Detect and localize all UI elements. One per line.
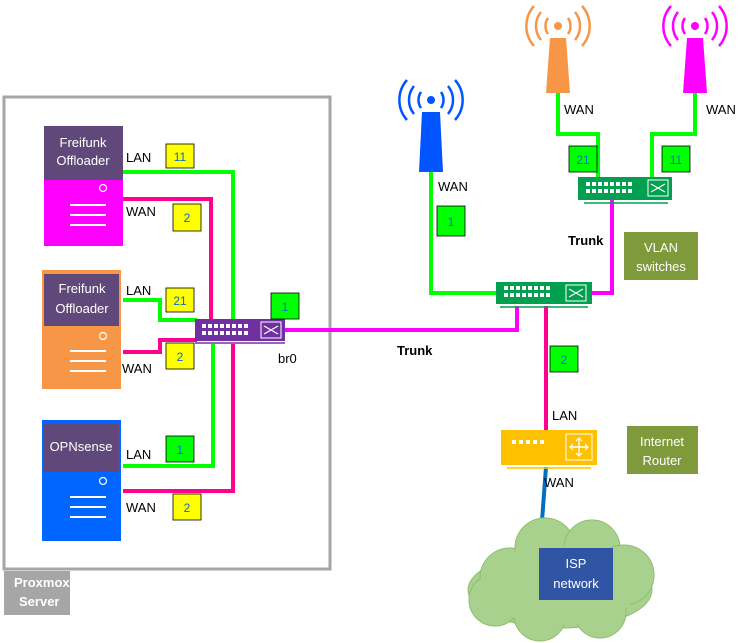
offloader2-wan-cable — [123, 338, 197, 354]
internet-router-line1: Internet — [640, 434, 684, 449]
orange-access-point-icon — [525, 5, 591, 93]
orange-ap-wan-label: WAN — [564, 102, 594, 117]
offloader1-wan-vlan-tag — [172, 203, 202, 232]
opnsense-wan-vlan-tag — [172, 493, 202, 521]
blue-ap-vlan: 1 — [448, 215, 455, 229]
opnsense-label: OPNsense — [50, 439, 113, 454]
main-trunk-label: Trunk — [397, 343, 433, 358]
orange-ap-vlan: 21 — [576, 153, 590, 167]
offloader1-label-line1: Freifunk — [60, 135, 107, 150]
vlan-switches-line2: switches — [636, 259, 686, 274]
vlan-switches-line1: VLAN — [644, 240, 678, 255]
opnsense-server — [42, 420, 121, 541]
blue-ap-vlan-tag — [436, 205, 466, 237]
internet-router-label-box — [627, 426, 698, 474]
offloader2-label-line2: Offloader — [55, 301, 109, 316]
proxmox-label-box — [4, 571, 70, 615]
upper-trunk-cable — [591, 200, 614, 295]
internet-router-icon — [501, 430, 597, 469]
opnsense-wan-cable — [123, 344, 235, 493]
router-wan-label: WAN — [544, 475, 574, 490]
isp-label-box — [539, 548, 613, 600]
opnsense-lan-vlan: 1 — [177, 443, 184, 457]
offloader1-wan-vlan: 2 — [184, 211, 191, 225]
central-switch-icon — [496, 282, 592, 308]
blue-ap-wan-label: WAN — [438, 179, 468, 194]
isp-line1: ISP — [566, 556, 587, 571]
magenta-ap-cable — [650, 93, 697, 178]
upper-switch-icon — [578, 177, 672, 204]
offloader1-server — [44, 126, 123, 246]
blue-ap-cable — [429, 172, 497, 295]
offloader1-lan-vlan-tag — [165, 143, 195, 169]
router-vlan: 2 — [561, 353, 568, 367]
internet-router-line2: Router — [642, 453, 682, 468]
offloader1-wan-cable — [123, 197, 213, 320]
router-vlan-tag — [549, 345, 579, 373]
opnsense-lan-label: LAN — [126, 447, 151, 462]
upper-trunk-label: Trunk — [568, 233, 604, 248]
magenta-access-point-icon — [662, 5, 728, 93]
bridge-switch-icon — [195, 319, 285, 344]
proxmox-label-line1: Proxmox — [14, 575, 70, 590]
vlan-switches-label-box — [624, 232, 698, 280]
offloader2-wan-vlan: 2 — [177, 350, 184, 364]
magenta-ap-wan-label: WAN — [706, 102, 736, 117]
offloader2-lan-vlan: 21 — [173, 294, 187, 308]
proxmox-server-frame — [2, 95, 332, 571]
orange-ap-cable — [556, 93, 600, 178]
proxmox-label-line2: Server — [19, 594, 59, 609]
offloader1-lan-vlan: 11 — [174, 150, 187, 164]
orange-ap-vlan-tag — [568, 145, 598, 173]
offloader1-lan-label: LAN — [126, 150, 151, 165]
offloader2-label-line1: Freifunk — [59, 281, 106, 296]
bridge-vlan-tag — [270, 292, 300, 320]
offloader2-lan-vlan-tag — [165, 287, 195, 313]
main-trunk-cable — [284, 306, 519, 332]
bridge-vlan: 1 — [282, 300, 289, 314]
offloader1-wan-label: WAN — [126, 204, 156, 219]
offloader2-wan-vlan-tag — [165, 342, 195, 370]
offloader2-lan-cable — [123, 298, 197, 322]
isp-line2: network — [553, 576, 599, 591]
offloader2-server — [42, 270, 121, 389]
opnsense-lan-cable — [123, 344, 215, 468]
magenta-ap-vlan-tag — [661, 145, 691, 173]
opnsense-wan-label: WAN — [126, 500, 156, 515]
offloader1-lan-cable — [123, 170, 235, 320]
bridge-label: br0 — [278, 351, 297, 366]
magenta-ap-vlan: 11 — [670, 153, 683, 167]
offloader1-label-line2: Offloader — [56, 153, 110, 168]
router-lan-label: LAN — [552, 408, 577, 423]
offloader2-lan-label: LAN — [126, 283, 151, 298]
opnsense-wan-vlan: 2 — [184, 501, 191, 515]
blue-access-point-icon — [398, 79, 464, 172]
opnsense-lan-vlan-tag — [165, 435, 195, 463]
offloader2-wan-label: WAN — [122, 361, 152, 376]
